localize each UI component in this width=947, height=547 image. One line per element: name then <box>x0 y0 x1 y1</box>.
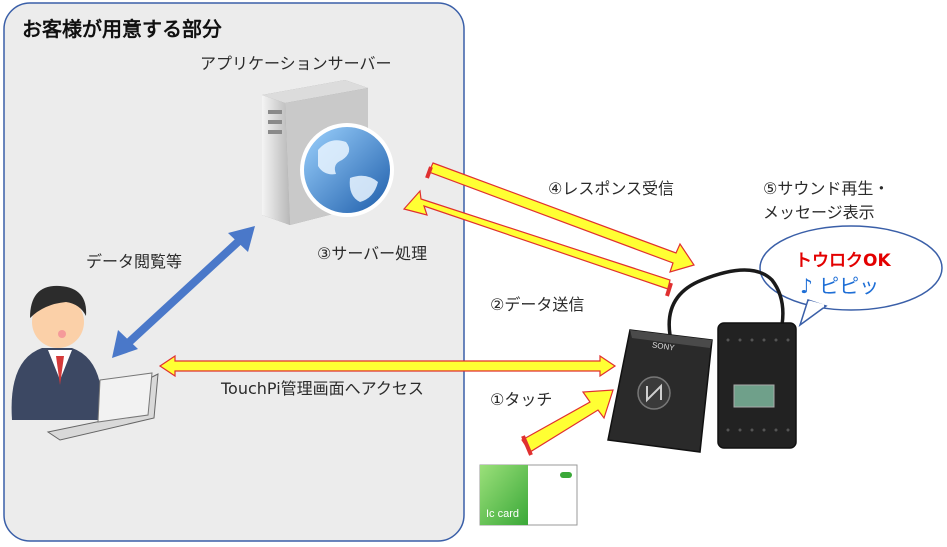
browse-double-arrow <box>112 226 255 358</box>
server-label: アプリケーションサーバー <box>200 54 392 73</box>
customer-region <box>3 2 465 542</box>
step-process-label: ③サーバー処理 <box>317 244 428 263</box>
ic-card-icon <box>479 464 578 526</box>
controller-box-icon <box>717 322 797 449</box>
globe-icon <box>300 123 394 217</box>
user-at-laptop-icon <box>11 285 159 441</box>
step-send-label: ②データ送信 <box>490 295 585 314</box>
step-output-label-line1: ⑤サウンド再生・ <box>763 179 890 198</box>
bubble-message-text: トウロクOK <box>795 251 891 271</box>
admin-double-arrow <box>158 354 617 378</box>
browse-link-label: データ閲覧等 <box>86 252 183 271</box>
touch-arrow <box>521 389 614 456</box>
step-touch-label: ①タッチ <box>490 390 553 409</box>
reader-cable <box>667 268 785 336</box>
nfc-reader-icon <box>607 329 713 453</box>
step-output-label-line2: メッセージ表示 <box>763 203 875 222</box>
admin-link-label: TouchPi管理画面へアクセス <box>221 379 424 398</box>
customer-region-title: お客様が用意する部分 <box>22 17 222 41</box>
ic-card-label: Ic card <box>486 508 520 520</box>
step-response-label: ④レスポンス受信 <box>548 179 675 198</box>
speech-bubble <box>759 225 943 327</box>
bubble-sound-text: ♪ ピピッ <box>800 274 880 298</box>
response-arrow <box>425 162 695 273</box>
send-arrow <box>402 189 673 297</box>
